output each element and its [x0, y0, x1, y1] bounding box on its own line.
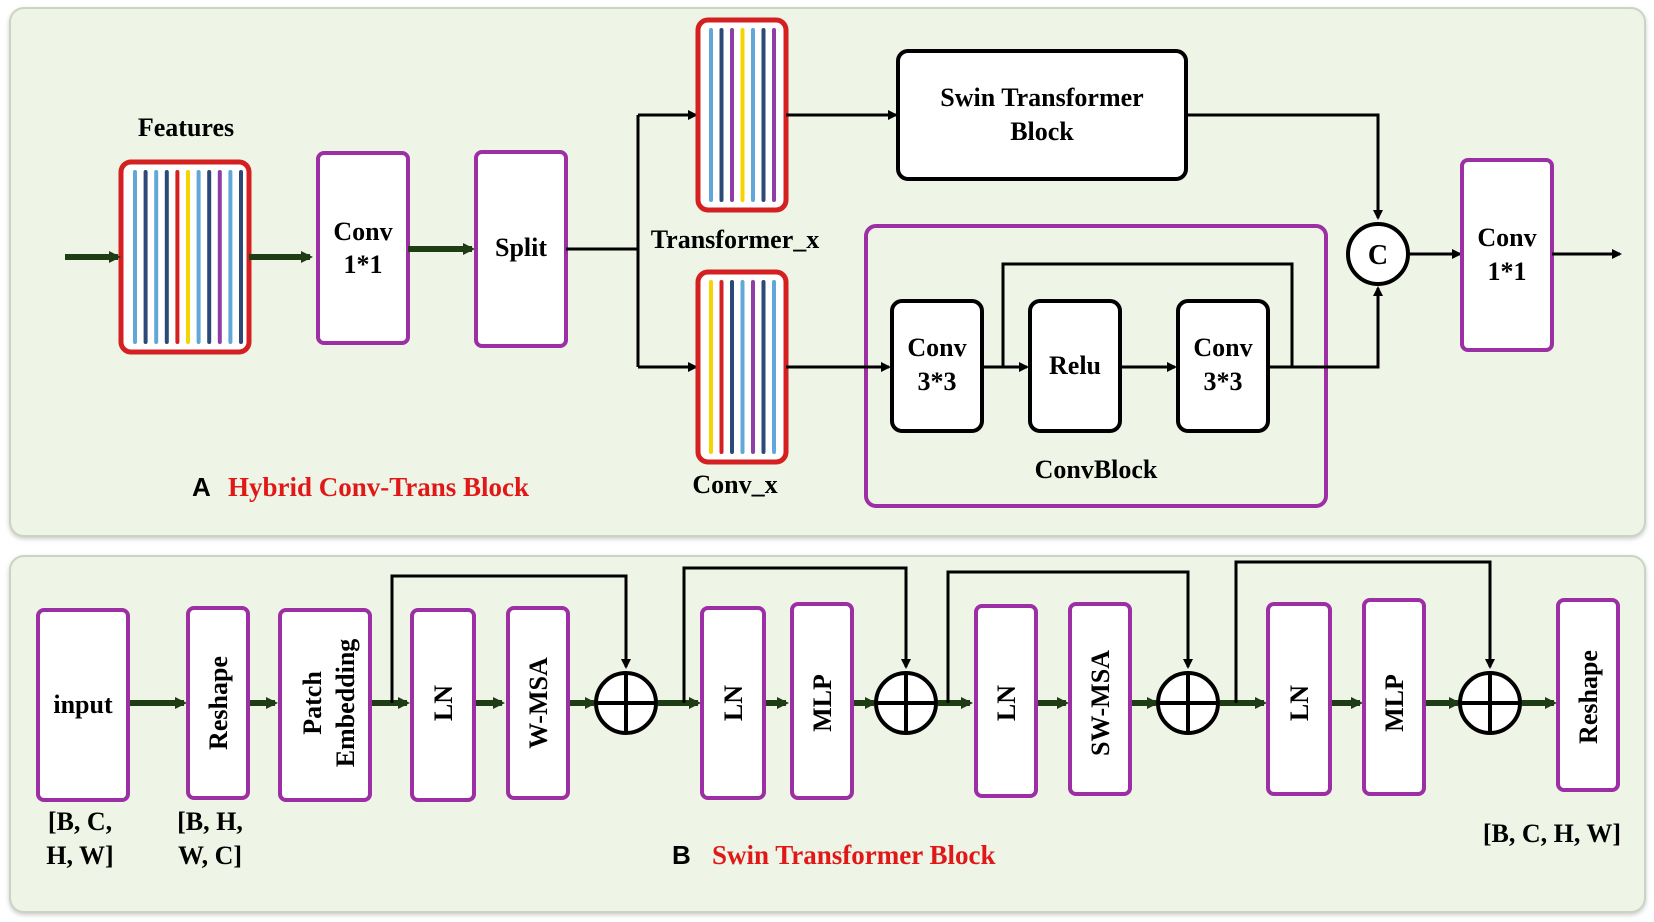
shape-reshape-line2: W, C] — [178, 841, 242, 870]
swin-block-line2: Block — [1010, 117, 1074, 146]
wmsa-box — [506, 606, 570, 800]
mlp1-label: MLP — [808, 674, 837, 732]
conv-x-label: Conv_x — [692, 470, 777, 499]
add-node-1 — [594, 671, 658, 735]
conv3x3-a-box — [890, 299, 984, 433]
convblock-skip-line — [1001, 262, 1294, 367]
features-label: Features — [138, 113, 234, 142]
conv-x-stack — [695, 269, 789, 465]
ln3-label: LN — [992, 685, 1021, 721]
conv1x1-line2: 1*1 — [344, 250, 383, 279]
ln2-box — [700, 606, 766, 800]
conv1x1-out-line2: 1*1 — [1488, 257, 1527, 286]
swmsa-box — [1068, 602, 1132, 796]
mlp2-box — [1362, 598, 1426, 796]
conv1x1-out-box — [1460, 158, 1554, 352]
add-node-4 — [1458, 671, 1522, 735]
relu-label: Relu — [1049, 351, 1101, 380]
split-label: Split — [495, 233, 547, 262]
conv1x1-line1: Conv — [333, 217, 392, 246]
ln1-box — [410, 608, 476, 802]
panel-b-caption: Swin Transformer Block — [712, 840, 996, 870]
transformer-x-stack — [695, 17, 789, 213]
mlp1-box — [790, 602, 854, 800]
shape-output: [B, C, H, W] — [1483, 819, 1621, 848]
ln1-label: LN — [429, 685, 458, 721]
panel-a-letter: A — [192, 472, 211, 502]
conv3x3-b-box — [1176, 299, 1270, 433]
split-branch-lines — [566, 110, 698, 372]
conv3x3-b-line2: 3*3 — [1204, 367, 1243, 396]
reshape-in-box — [186, 606, 250, 800]
swin-block-line1: Swin Transformer — [940, 83, 1143, 112]
swmsa-label: SW-MSA — [1086, 650, 1115, 756]
patch-embedding-box — [278, 608, 372, 802]
shape-input-line1: [B, C, — [48, 807, 112, 836]
arrow-convblock-to-concat — [1268, 286, 1383, 369]
add-node-2 — [874, 671, 938, 735]
patch-embedding-line1: Patch — [298, 671, 327, 735]
conv3x3-b-line1: Conv — [1193, 333, 1252, 362]
concat-label: C — [1368, 240, 1388, 271]
reshape-out-label: Reshape — [1574, 650, 1603, 744]
reshape-in-label: Reshape — [204, 656, 233, 750]
transformer-x-label: Transformer_x — [651, 225, 819, 254]
ln2-label: LN — [719, 685, 748, 721]
conv3x3-a-line2: 3*3 — [918, 367, 957, 396]
input-label: input — [53, 690, 113, 719]
convblock-label: ConvBlock — [1035, 455, 1158, 484]
wmsa-label: W-MSA — [524, 657, 553, 749]
ln4-label: LN — [1285, 685, 1314, 721]
conv1x1-out-line1: Conv — [1477, 223, 1536, 252]
ln3-box — [974, 604, 1038, 798]
swin-block-box — [896, 49, 1188, 181]
conv3x3-a-line1: Conv — [907, 333, 966, 362]
reshape-out-box — [1556, 598, 1620, 792]
features-stack — [118, 159, 252, 355]
conv1x1-box — [316, 151, 410, 345]
panel-b-letter: B — [672, 840, 691, 870]
shape-input-line2: H, W] — [46, 841, 113, 870]
patch-embedding-line2: Embedding — [331, 639, 360, 768]
mlp2-label: MLP — [1380, 674, 1409, 732]
add-node-3 — [1156, 671, 1220, 735]
ln4-box — [1266, 602, 1332, 796]
input-box — [36, 608, 130, 802]
arrow-swin-to-concat — [1186, 113, 1383, 220]
shape-reshape-line1: [B, H, — [177, 807, 243, 836]
panel-a-caption: Hybrid Conv-Trans Block — [228, 472, 529, 502]
panel-b-skip-connections — [390, 560, 1495, 703]
